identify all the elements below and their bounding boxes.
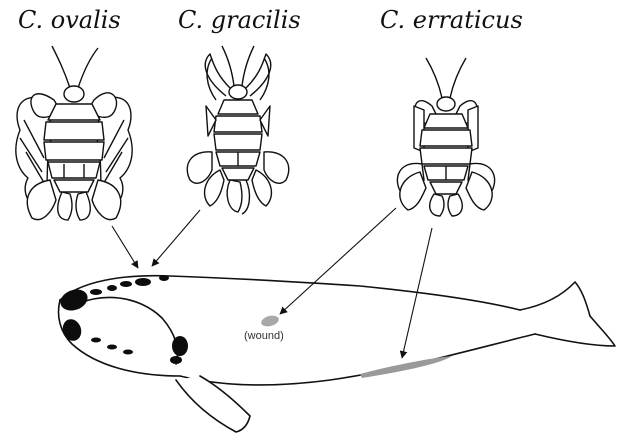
c-ovalis-illustration	[16, 46, 132, 220]
wound-patch	[260, 314, 280, 328]
whale-lower-fluke	[535, 316, 615, 346]
ventral-patch	[360, 356, 452, 378]
arrow-gracilis-to-head	[152, 210, 200, 266]
c-gracilis-illustration	[187, 46, 289, 214]
arrow-erraticus-to-wound	[280, 208, 396, 314]
whale-belly-outline	[180, 334, 535, 385]
whale-illustration	[59, 276, 616, 432]
c-erraticus-illustration	[397, 58, 494, 216]
arrow-ovalis-to-head	[112, 226, 138, 268]
species-label-c-gracilis: C. gracilis	[178, 8, 301, 32]
species-label-c-erraticus: C. erraticus	[380, 8, 523, 32]
whale-upper-fluke	[520, 282, 590, 316]
species-label-c-ovalis: C. ovalis	[18, 8, 121, 32]
wound-label: (wound)	[244, 330, 284, 342]
